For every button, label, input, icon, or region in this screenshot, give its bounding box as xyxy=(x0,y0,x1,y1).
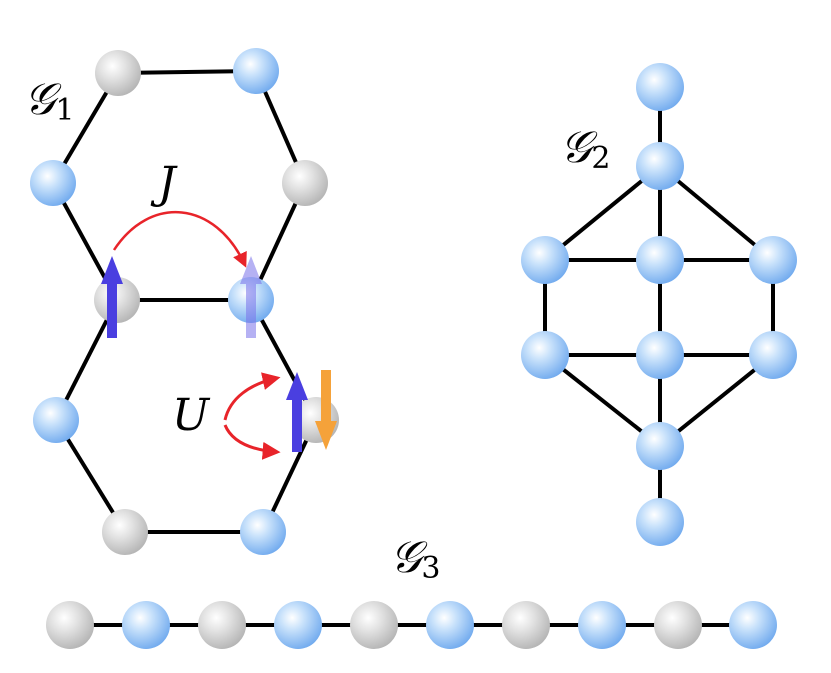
graph-g3-label: 𝒢3 xyxy=(390,532,440,586)
site-blue xyxy=(426,601,474,649)
site-blue xyxy=(636,236,684,284)
site-blue xyxy=(729,601,777,649)
interaction-arrow-icon xyxy=(223,424,281,460)
site-gray xyxy=(46,601,94,649)
site-blue xyxy=(636,142,684,190)
site-gray xyxy=(282,160,328,206)
site-gray xyxy=(502,601,550,649)
graph-g1: J U 𝒢1 xyxy=(24,48,339,555)
site-blue xyxy=(636,63,684,111)
graph-g2: 𝒢2 xyxy=(521,63,797,546)
site-blue xyxy=(240,509,286,555)
site-gray xyxy=(350,601,398,649)
interaction-arrow-icon xyxy=(223,372,281,421)
site-blue xyxy=(749,236,797,284)
graph-g3-sites xyxy=(46,601,777,649)
site-blue xyxy=(521,236,569,284)
spin-up-arrow-icon xyxy=(286,372,308,452)
site-blue xyxy=(274,601,322,649)
spin-up-arrow-icon xyxy=(240,256,262,338)
graph-g1-edges xyxy=(51,69,318,534)
graph-g2-label: 𝒢2 xyxy=(560,122,610,176)
site-blue xyxy=(636,422,684,470)
site-blue xyxy=(233,48,279,94)
site-blue xyxy=(521,331,569,379)
site-blue xyxy=(30,160,76,206)
graph-g3: 𝒢3 xyxy=(46,532,777,649)
spin-down-arrow-icon xyxy=(315,370,337,450)
graph-g1-label: 𝒢1 xyxy=(24,74,74,128)
site-gray xyxy=(198,601,246,649)
site-blue xyxy=(636,498,684,546)
hopping-label: J xyxy=(150,158,178,209)
graph-g1-sites xyxy=(30,48,339,555)
site-blue xyxy=(33,397,79,443)
site-gray xyxy=(654,601,702,649)
site-blue xyxy=(122,601,170,649)
hopping-arrow-icon xyxy=(112,210,247,268)
spin-up-arrow-icon xyxy=(101,256,123,338)
site-gray xyxy=(95,50,141,96)
site-blue xyxy=(578,601,626,649)
interaction-label: U xyxy=(172,390,211,441)
graph-g2-sites xyxy=(521,63,797,546)
site-blue xyxy=(749,331,797,379)
site-blue xyxy=(636,331,684,379)
site-gray xyxy=(102,509,148,555)
